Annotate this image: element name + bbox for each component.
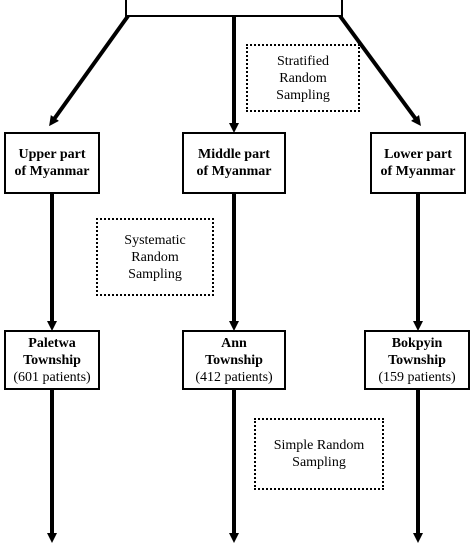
top-box xyxy=(125,0,343,17)
region-lower-line2: of Myanmar xyxy=(380,164,456,179)
township-bokpyin-name: Bokpyin xyxy=(391,335,443,351)
note-systematic-sampling: Systematic Random Sampling xyxy=(96,218,214,296)
note-systematic-line2: Random xyxy=(131,249,179,265)
note-simple-line2: Sampling xyxy=(292,455,346,470)
township-box-ann: Ann Township (412 patients) xyxy=(182,330,286,390)
township-paletwa-name: Paletwa xyxy=(28,335,76,351)
note-stratified-line1: Stratified xyxy=(276,53,330,69)
township-paletwa-label: Township xyxy=(23,352,81,368)
region-middle-line2: of Myanmar xyxy=(196,164,272,179)
region-box-middle: Middle part of Myanmar xyxy=(182,132,286,194)
township-bokpyin-label: Township xyxy=(388,352,446,368)
township-paletwa-patients: (601 patients) xyxy=(13,369,91,385)
region-lower-line1: Lower part xyxy=(384,147,452,162)
note-stratified-line3: Sampling xyxy=(276,87,330,103)
note-stratified-line2: Random xyxy=(279,70,327,86)
note-systematic-line1: Systematic xyxy=(124,232,186,248)
township-ann-patients: (412 patients) xyxy=(195,369,273,385)
note-systematic-line3: Sampling xyxy=(128,266,182,282)
township-box-bokpyin: Bokpyin Township (159 patients) xyxy=(364,330,470,390)
region-box-upper: Upper part of Myanmar xyxy=(4,132,100,194)
note-stratified-sampling: Stratified Random Sampling xyxy=(246,44,360,112)
region-upper-line2: of Myanmar xyxy=(14,164,90,179)
township-ann-label: Township xyxy=(205,352,263,368)
region-middle-line1: Middle part xyxy=(198,147,270,162)
township-bokpyin-patients: (159 patients) xyxy=(378,369,456,385)
township-ann-name: Ann xyxy=(221,335,247,351)
arrow-top-to-upper xyxy=(49,14,130,127)
region-box-lower: Lower part of Myanmar xyxy=(370,132,466,194)
arrow-top-to-lower xyxy=(338,14,421,127)
township-box-paletwa: Paletwa Township (601 patients) xyxy=(4,330,100,390)
note-simple-sampling: Simple Random Sampling xyxy=(254,418,384,490)
region-upper-line1: Upper part xyxy=(18,147,86,162)
note-simple-line1: Simple Random xyxy=(273,438,365,453)
